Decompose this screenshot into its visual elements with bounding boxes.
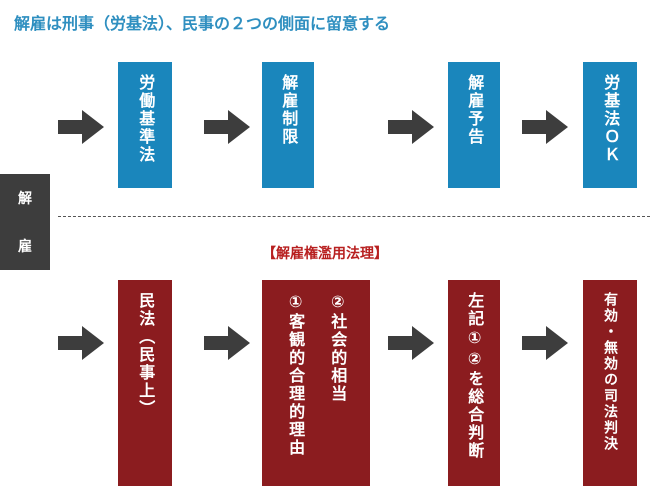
arrow-right-icon [204, 326, 250, 360]
arrow-right-icon [58, 110, 104, 144]
box-civil-law-text: 民法（民事上） [136, 292, 156, 418]
side-label-char-1: 解 [18, 191, 32, 207]
arrow-right-icon [522, 110, 568, 144]
side-label-char-2: 雇 [18, 239, 32, 255]
box-labor-law-ok: 労基法ＯＫ [583, 62, 637, 188]
box-court-ruling-text: 有効・無効の司法判決 [602, 292, 619, 452]
box-court-ruling: 有効・無効の司法判決 [583, 280, 637, 486]
box-reasonable-grounds: ①客観的合理的理由 ②社会的相当 [262, 280, 370, 486]
box-labor-standards-act-text: 労働基準法 [136, 74, 156, 164]
box-comprehensive-judgment-text: 左記①②を総合判断 [465, 292, 485, 460]
box-dismissal-restriction-text: 解雇制限 [279, 74, 299, 146]
box-dismissal-notice-text: 解雇予告 [465, 74, 485, 146]
arrow-right-icon [522, 326, 568, 360]
side-label-box: 解 雇 [0, 174, 50, 270]
arrow-right-icon [388, 326, 434, 360]
arrow-right-icon [388, 110, 434, 144]
box-reasonable-grounds-text-2: ②社会的相当 [328, 292, 348, 403]
page-title: 解雇は刑事（労基法）、民事の２つの側面に留意する [14, 14, 391, 33]
doctrine-label: 【解雇権濫用法理】 [262, 246, 388, 262]
box-dismissal-restriction: 解雇制限 [262, 62, 314, 188]
box-reasonable-grounds-text-1: ①客観的合理的理由 [286, 292, 306, 457]
box-dismissal-notice: 解雇予告 [448, 62, 500, 188]
divider-dashed-line [58, 216, 650, 217]
box-comprehensive-judgment: 左記①②を総合判断 [448, 280, 500, 486]
box-labor-law-ok-text: 労基法ＯＫ [601, 74, 621, 164]
arrow-right-icon [58, 326, 104, 360]
arrow-right-icon [204, 110, 250, 144]
box-civil-law: 民法（民事上） [118, 280, 172, 486]
box-labor-standards-act: 労働基準法 [118, 62, 172, 188]
